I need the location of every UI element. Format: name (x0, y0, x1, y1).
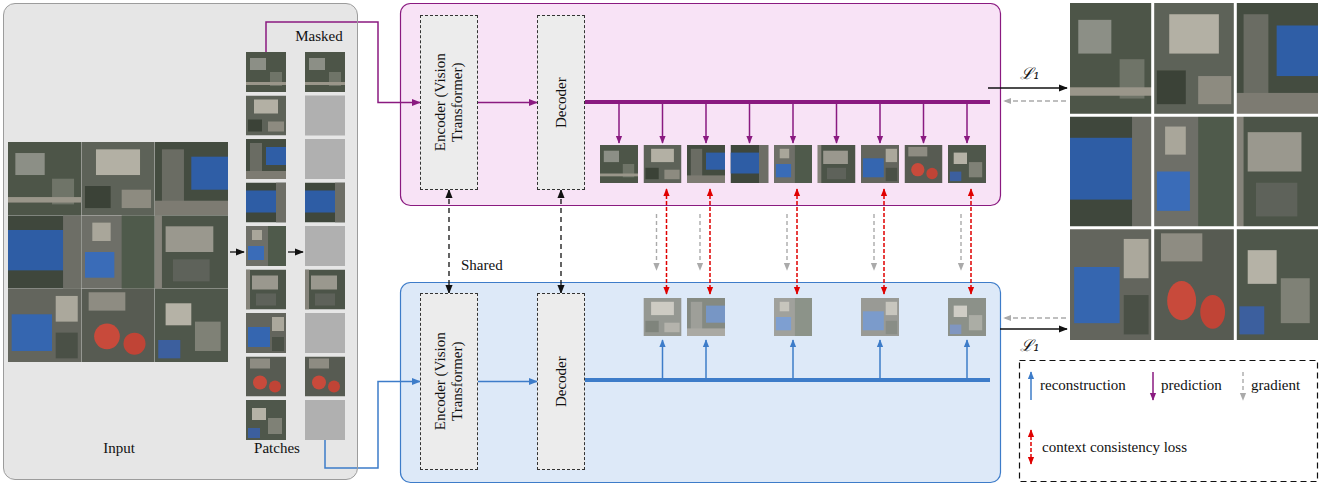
legend-text: reconstruction (1040, 377, 1126, 393)
label-holder: ℒ₁ (1008, 62, 1052, 84)
label-holder: ℒ₁ (1008, 334, 1052, 356)
label-holder: gradient (1251, 377, 1300, 394)
loss-label: ℒ₁ (1020, 336, 1039, 355)
reconstruction-panel (401, 283, 1001, 483)
gradient-arrow (1004, 317, 1066, 318)
label-holder: Patches (244, 440, 310, 457)
connector-arrow (448, 190, 449, 293)
block-label: Encoder (Vision Transformer) (432, 300, 467, 463)
mask-arrow (288, 251, 303, 252)
prediction-arrows (619, 104, 967, 143)
legend-frame (1020, 361, 1318, 482)
decoder-box: Decoder (537, 293, 585, 470)
decoder-box: Decoder (537, 15, 585, 190)
feed-line (325, 440, 358, 468)
column-label: Patches (254, 440, 300, 456)
reconstructed-patches (644, 298, 987, 336)
gradient-arrow (1004, 100, 1066, 101)
consistency-arrows (667, 189, 972, 294)
connector-arrow (560, 190, 561, 293)
label-holder: reconstruction (1040, 377, 1126, 394)
block-label: Decoder (552, 300, 569, 463)
reconstruction-arrows (663, 340, 968, 378)
label-holder: Masked (284, 28, 354, 45)
label-holder: context consistency loss (1042, 439, 1187, 456)
legend-sample (1242, 372, 1243, 400)
prediction-panel (401, 4, 1001, 206)
input-panel: MaskedInput Patches (3, 3, 358, 480)
input-panel-ground (4, 4, 358, 480)
feed-line (266, 22, 358, 52)
column-label: Masked (295, 28, 343, 44)
input-image (8, 142, 228, 362)
predicted-patches (600, 145, 986, 183)
prediction-bus (585, 100, 990, 104)
legend-text: prediction (1161, 377, 1222, 393)
patch-column (246, 52, 286, 440)
loss-arrow (1000, 328, 1067, 329)
loss-arrow (988, 87, 1067, 88)
image-label: Input (103, 440, 135, 456)
legend-sample (1030, 372, 1032, 400)
legend-text: gradient (1251, 377, 1300, 393)
masked-column (305, 52, 345, 440)
edge-label: Shared (461, 257, 503, 273)
block-label: Decoder (552, 22, 569, 183)
legend-sample (1152, 372, 1154, 400)
target-image (1070, 3, 1318, 340)
label-holder: Input (8, 440, 230, 457)
connector-arrow (358, 22, 420, 103)
legend-text: context consistency loss (1042, 439, 1187, 455)
label-holder: Shared (461, 257, 503, 274)
reconstruction-bus (585, 378, 990, 382)
legend-sample (1030, 430, 1032, 464)
connector-arrow (478, 102, 537, 104)
block-label: Encoder (Vision Transformer) (432, 22, 467, 183)
split-arrow (230, 251, 244, 252)
gradient-arrows (657, 214, 962, 270)
loss-label: ℒ₁ (1020, 64, 1039, 83)
connector-arrow (358, 382, 420, 469)
encoder-box: Encoder (Vision Transformer) (420, 293, 478, 470)
label-holder: prediction (1161, 377, 1222, 394)
encoder-box: Encoder (Vision Transformer) (420, 15, 478, 190)
connector-arrow (478, 381, 537, 383)
